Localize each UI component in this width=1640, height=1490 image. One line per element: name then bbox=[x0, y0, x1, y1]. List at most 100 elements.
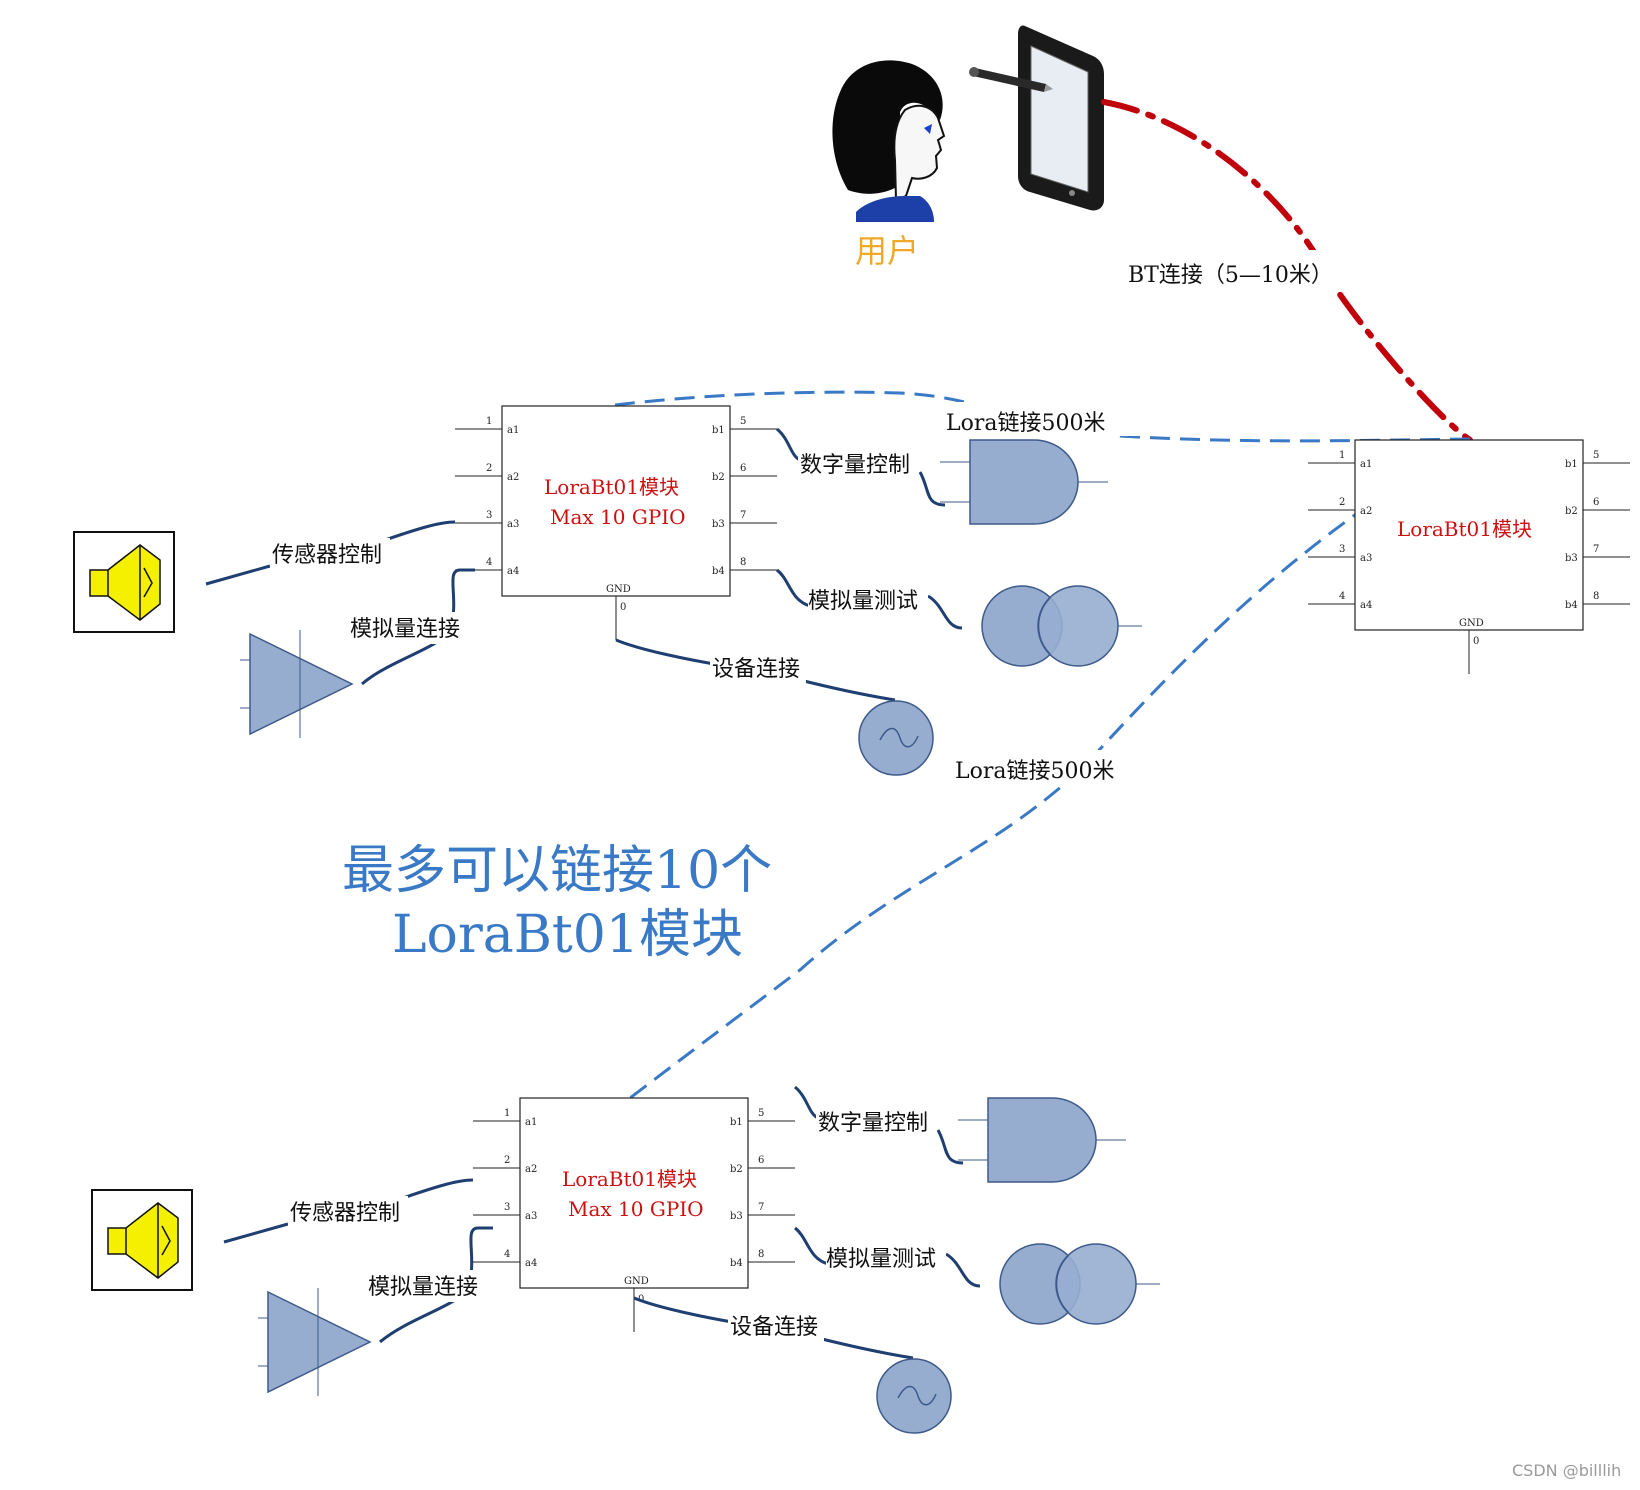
transformer-icon bbox=[999, 1243, 1160, 1325]
pin-label: 7 bbox=[758, 1202, 764, 1213]
pin-label: 6 bbox=[1593, 497, 1599, 508]
pin-label: a3 bbox=[507, 519, 519, 530]
pin-label: 1 bbox=[504, 1108, 510, 1119]
lora-mid-label-bg bbox=[950, 750, 1150, 784]
lora-mid-label: Lora链接500米 bbox=[955, 759, 1114, 784]
watermark: CSDN @billlih bbox=[1512, 1461, 1621, 1480]
pin-label: 6 bbox=[740, 463, 746, 474]
pin-label: b4 bbox=[1565, 600, 1578, 611]
pin-label: b1 bbox=[730, 1117, 743, 1128]
pin-label: 4 bbox=[486, 557, 492, 568]
pin-label: 4 bbox=[1339, 591, 1345, 602]
pin-label: 7 bbox=[740, 510, 746, 521]
ac-source-icon bbox=[858, 700, 934, 776]
pin-label: 6 bbox=[758, 1155, 764, 1166]
pin-label: a1 bbox=[1360, 459, 1372, 470]
module-right-title: LoraBt01模块 bbox=[1397, 517, 1532, 541]
pin-label: 3 bbox=[504, 1202, 510, 1213]
pin-label: a2 bbox=[507, 472, 519, 483]
pin-label: b4 bbox=[730, 1258, 743, 1269]
pin-label: a2 bbox=[525, 1164, 537, 1175]
speaker-icon bbox=[91, 1189, 193, 1291]
pin-label: 2 bbox=[486, 463, 492, 474]
bottom-sensor-label: 传感器控制 bbox=[290, 1201, 400, 1226]
pin-label: 7 bbox=[1593, 544, 1599, 555]
top-digital-label: 数字量控制 bbox=[800, 453, 910, 478]
pin-label: b2 bbox=[730, 1164, 743, 1175]
pin-label: b1 bbox=[1565, 459, 1578, 470]
pin-label: GND bbox=[624, 1276, 649, 1287]
pin-label: GND bbox=[1459, 618, 1484, 629]
pin-label: b2 bbox=[712, 472, 725, 483]
user-group: 用户 bbox=[832, 25, 1104, 270]
pin-label: 1 bbox=[486, 416, 492, 427]
note-line-2: LoraBt01模块 bbox=[392, 905, 743, 965]
pin-label: 1 bbox=[1339, 450, 1345, 461]
module-bottom-title: LoraBt01模块 bbox=[562, 1167, 697, 1191]
bt-label-bg bbox=[1126, 250, 1372, 290]
pin-label: 8 bbox=[740, 557, 746, 568]
pin-label: b2 bbox=[1565, 506, 1578, 517]
module-bottom: 1 2 3 4 a1 a2 a3 a4 5 6 7 8 b1 b2 b3 b4 … bbox=[472, 1097, 796, 1332]
note-line-1: 最多可以链接10个 bbox=[342, 841, 772, 901]
pin-label: 0 bbox=[1473, 636, 1479, 647]
pin-label: 8 bbox=[758, 1249, 764, 1260]
speaker-icon bbox=[73, 531, 175, 633]
pin-label: 2 bbox=[1339, 497, 1345, 508]
pin-label: 5 bbox=[1593, 450, 1599, 461]
lora-top-label-bg bbox=[940, 402, 1140, 436]
ac-source-icon bbox=[876, 1358, 952, 1434]
tablet-icon bbox=[969, 25, 1104, 211]
amplifier-icon bbox=[240, 630, 354, 738]
module-bottom-body bbox=[519, 1097, 749, 1289]
bottom-analog-test-label: 模拟量测试 bbox=[826, 1247, 936, 1272]
module-right-body bbox=[1354, 439, 1584, 631]
module-top: 1 2 3 4 a1 a2 a3 a4 5 6 7 8 b1 b2 b3 b4 … bbox=[454, 405, 778, 640]
pin-label: 2 bbox=[504, 1155, 510, 1166]
pin-label: b4 bbox=[712, 566, 725, 577]
module-top-title: LoraBt01模块 bbox=[544, 475, 679, 499]
bottom-device-label: 设备连接 bbox=[730, 1315, 818, 1340]
pin-label: 3 bbox=[486, 510, 492, 521]
module-right: 1 2 3 4 a1 a2 a3 a4 5 6 7 8 b1 b2 b3 b4 … bbox=[1307, 439, 1631, 674]
pin-label: b1 bbox=[712, 425, 725, 436]
bt-link-label: BT连接（5—10米） bbox=[1128, 263, 1333, 288]
pin-label: a1 bbox=[525, 1117, 537, 1128]
pin-label: GND bbox=[606, 584, 631, 595]
and-gate-icon bbox=[940, 439, 1108, 525]
and-gate-icon bbox=[958, 1097, 1126, 1183]
module-top-body bbox=[501, 405, 731, 597]
pin-label: b3 bbox=[1565, 553, 1578, 564]
pin-label: 3 bbox=[1339, 544, 1345, 555]
pin-label: 5 bbox=[758, 1108, 764, 1119]
pin-label: a4 bbox=[507, 566, 519, 577]
pin-label: a3 bbox=[525, 1211, 537, 1222]
user-label: 用户 bbox=[855, 232, 919, 270]
pin-label: a1 bbox=[507, 425, 519, 436]
top-analog-test-label: 模拟量测试 bbox=[808, 589, 918, 614]
pin-label: 4 bbox=[504, 1249, 510, 1260]
top-sensor-label: 传感器控制 bbox=[272, 543, 382, 568]
pin-label: b3 bbox=[712, 519, 725, 530]
bottom-analog-conn-label: 模拟量连接 bbox=[368, 1275, 478, 1300]
lora-top-label: Lora链接500米 bbox=[946, 411, 1105, 436]
top-analog-conn-label: 模拟量连接 bbox=[350, 617, 460, 642]
pin-label: 8 bbox=[1593, 591, 1599, 602]
bottom-digital-label: 数字量控制 bbox=[818, 1111, 928, 1136]
pin-label: a2 bbox=[1360, 506, 1372, 517]
lora-link-mid bbox=[629, 438, 1471, 1100]
module-top-subtitle: Max 10 GPIO bbox=[550, 505, 686, 529]
person-icon bbox=[832, 60, 946, 222]
amplifier-icon bbox=[258, 1288, 372, 1396]
pin-label: a4 bbox=[525, 1258, 537, 1269]
pin-label: a3 bbox=[1360, 553, 1372, 564]
pin-label: a4 bbox=[1360, 600, 1372, 611]
bt-link-line bbox=[1101, 99, 1473, 443]
module-bottom-subtitle: Max 10 GPIO bbox=[568, 1197, 704, 1221]
transformer-icon bbox=[981, 585, 1142, 667]
pin-label: b3 bbox=[730, 1211, 743, 1222]
pin-label: 5 bbox=[740, 416, 746, 427]
top-device-label: 设备连接 bbox=[712, 657, 800, 682]
pin-label: 0 bbox=[620, 602, 626, 613]
